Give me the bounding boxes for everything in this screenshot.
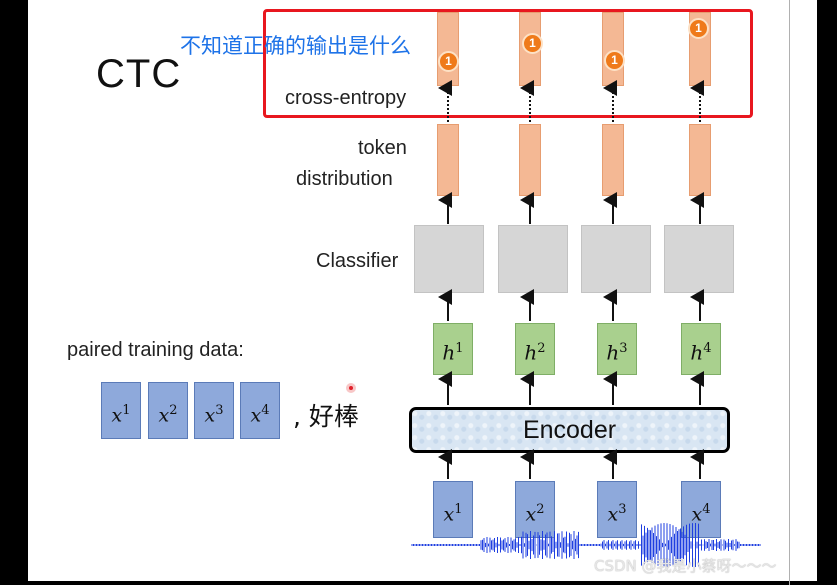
paired-feature-1: x1 [101, 382, 141, 439]
classifier-box-3 [581, 225, 651, 293]
bottom-frame-edge [0, 581, 837, 585]
right-frame-edge [817, 0, 837, 585]
distribution-label: distribution [296, 168, 393, 190]
classifier-box-2 [498, 225, 568, 293]
input-feature-3: x3 [597, 481, 637, 538]
classifier-box-1 [414, 225, 484, 293]
classifier-label: Classifier [316, 250, 399, 272]
left-frame-edge [0, 0, 28, 585]
badge-3: 1 [604, 50, 625, 71]
paired-feature-4: x4 [240, 382, 280, 439]
paired-feature-3: x3 [194, 382, 234, 439]
badge-1: 1 [438, 51, 459, 72]
annotation-text: 不知道正确的输出是什么 [180, 34, 411, 58]
slide-edge-divider [789, 0, 790, 585]
laser-pointer-dot [346, 383, 356, 393]
hidden-state-3: h3 [597, 323, 637, 375]
cross-entropy-label: cross-entropy [285, 87, 407, 109]
classifier-box-4 [664, 225, 734, 293]
paired-feature-2: x2 [148, 382, 188, 439]
hidden-state-2: h2 [515, 323, 555, 375]
paired-data-label: paired training data: [67, 339, 244, 361]
token-label: token [358, 137, 407, 159]
input-feature-2: x2 [515, 481, 555, 538]
input-feature-1: x1 [433, 481, 473, 538]
audio-waveform [411, 523, 761, 567]
badge-4: 1 [688, 18, 709, 39]
hidden-state-1: h1 [433, 323, 473, 375]
badge-2: 1 [522, 33, 543, 54]
slide-title: CTC [96, 52, 182, 96]
encoder-block: Encoder [409, 407, 730, 453]
paired-label-text: , 好棒 [293, 402, 359, 431]
hidden-state-4: h4 [681, 323, 721, 375]
input-feature-4: x4 [681, 481, 721, 538]
waveform-path [411, 523, 761, 567]
watermark: CSDN @我是小蔡呀～～～ [594, 557, 777, 575]
highlight-box [263, 9, 753, 118]
